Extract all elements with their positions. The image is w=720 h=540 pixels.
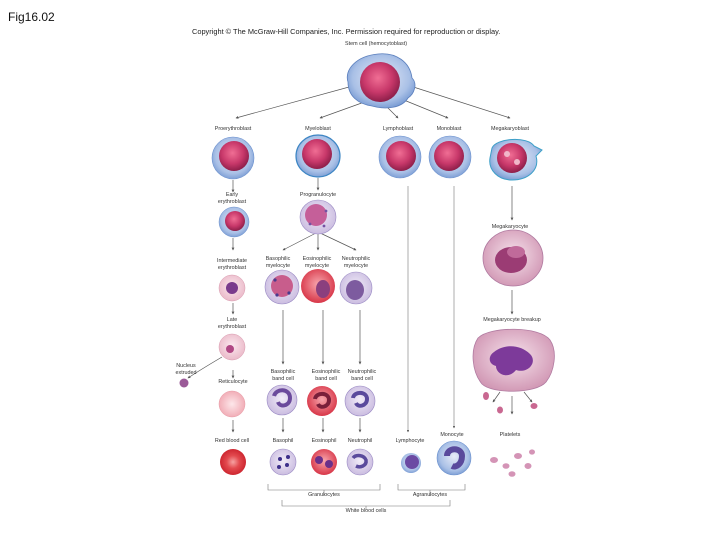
- eosinophilic-myelocyte-cell: [301, 269, 335, 303]
- megakaryocyte-breakup-cell: [472, 328, 555, 392]
- monocyte-cell: [436, 440, 472, 476]
- myeloblast-cell: [295, 134, 341, 178]
- label-eosinophilic-myelocyte-1: Eosinophilic: [303, 256, 332, 262]
- label-basophilic-myelocyte-1: Basophilic: [266, 256, 291, 262]
- monoblast-cell: [428, 135, 472, 179]
- label-neutrophil: Neutrophil: [348, 438, 373, 444]
- label-lymphocyte: Lymphocyte: [396, 438, 425, 444]
- label-early-erythroblast-2: erythroblast: [218, 199, 247, 205]
- megakaryoblast-cell: [489, 139, 543, 181]
- red-blood-cell: [220, 449, 246, 475]
- label-monoblast: Monoblast: [437, 126, 462, 132]
- eosinophilic-band-cell: [307, 386, 337, 416]
- label-nucleus-extruded-2: extruded: [176, 370, 197, 376]
- label-stem-cell: Stem cell (hemocytoblast): [345, 41, 407, 47]
- stem-cell: [346, 53, 416, 109]
- basophil-cell: [269, 448, 297, 476]
- label-proerythroblast: Proerythroblast: [215, 126, 252, 132]
- label-granulocytes: Granulocytes: [308, 492, 340, 498]
- label-myeloblast: Myeloblast: [305, 126, 331, 132]
- label-neutrophilic-myelocyte-2: myelocyte: [344, 263, 368, 269]
- late-erythroblast-cell: [218, 333, 246, 361]
- reticulocyte-cell: [218, 390, 246, 418]
- label-progranulocyte: Progranulocyte: [300, 192, 336, 198]
- label-megakaryoblast: Megakaryoblast: [491, 126, 530, 132]
- label-white-blood-cells: White blood cells: [346, 508, 387, 514]
- neutrophilic-band-cell: [344, 385, 376, 417]
- platelet-fragments: [483, 392, 538, 414]
- label-intermediate-2: erythroblast: [218, 265, 247, 271]
- label-eosinophilic-band-1: Eosinophilic: [312, 369, 341, 375]
- label-eosinophilic-band-2: band cell: [315, 376, 337, 382]
- label-megakaryocyte-breakup: Megakaryocyte breakup: [483, 317, 541, 323]
- neutrophilic-myelocyte-cell: [339, 271, 373, 305]
- label-nucleus-extruded-1: Nucleus: [176, 363, 196, 369]
- extruded-nucleus: [179, 378, 189, 388]
- label-basophilic-myelocyte-2: myelocyte: [266, 263, 290, 269]
- label-late-erythroblast-2: erythroblast: [218, 324, 247, 330]
- label-reticulocyte: Reticulocyte: [218, 379, 247, 385]
- label-intermediate-1: Intermediate: [217, 258, 247, 264]
- label-eosinophilic-myelocyte-2: myelocyte: [305, 263, 329, 269]
- early-erythroblast-cell: [218, 206, 250, 238]
- label-platelets: Platelets: [500, 432, 521, 438]
- label-basophilic-band-2: band cell: [272, 376, 294, 382]
- diagram-labels: Stem cell (hemocytoblast) Proerythroblas…: [176, 41, 541, 514]
- label-lymphoblast: Lymphoblast: [383, 126, 414, 132]
- intermediate-erythroblast-cell: [218, 274, 246, 302]
- figure-label: Fig16.02: [8, 10, 55, 24]
- basophilic-band-cell: [266, 384, 298, 416]
- lymphoblast-cell: [378, 135, 422, 179]
- label-red-blood-cell: Red blood cell: [215, 438, 249, 444]
- label-neutrophilic-band-1: Neutrophilic: [348, 369, 377, 375]
- platelets-cells: [490, 449, 535, 477]
- label-early-erythroblast-1: Early: [226, 192, 239, 198]
- label-basophil: Basophil: [273, 438, 294, 444]
- label-megakaryocyte: Megakaryocyte: [492, 224, 529, 230]
- label-neutrophilic-band-2: band cell: [351, 376, 373, 382]
- label-late-erythroblast-1: Late: [227, 317, 238, 323]
- label-neutrophilic-myelocyte-1: Neutrophilic: [342, 256, 371, 262]
- label-agranulocytes: Agranulocytes: [413, 492, 447, 498]
- megakaryocyte-cell: [482, 229, 544, 287]
- label-eosinophil: Eosinophil: [312, 438, 337, 444]
- basophilic-myelocyte-cell: [264, 269, 300, 305]
- copyright-notice: Copyright © The McGraw-Hill Companies, I…: [192, 27, 501, 36]
- eosinophil-cell: [311, 449, 337, 475]
- label-basophilic-band-1: Basophilic: [271, 369, 296, 375]
- label-monocyte: Monocyte: [440, 432, 463, 438]
- progranulocyte-cell: [299, 199, 337, 235]
- proerythroblast-cell: [211, 136, 255, 180]
- neutrophil-cell: [346, 448, 374, 476]
- lymphocyte-cell: [401, 453, 421, 473]
